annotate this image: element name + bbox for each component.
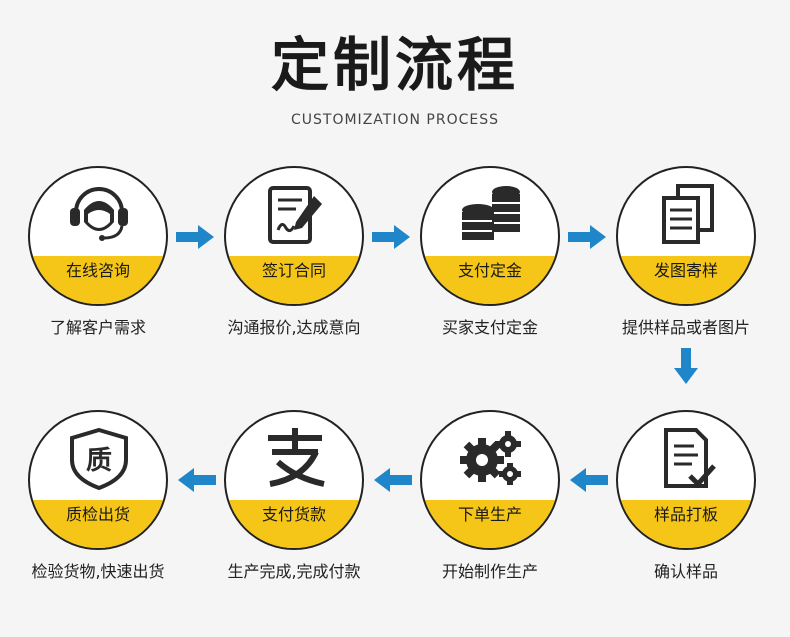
step-label: 样品打板 bbox=[653, 505, 718, 524]
documents-icon bbox=[662, 184, 714, 244]
step-label: 支付货款 bbox=[261, 505, 326, 524]
document-check-icon bbox=[664, 428, 716, 488]
step-label: 质检出货 bbox=[65, 505, 130, 524]
arrow-right-icon bbox=[372, 225, 410, 249]
step-deposit: 支付定金 bbox=[420, 166, 560, 306]
step-inspection: 质 质检出货 bbox=[28, 410, 168, 550]
arrow-right-icon bbox=[176, 225, 214, 249]
step-description: 确认样品 bbox=[653, 562, 718, 581]
step-consult: 在线咨询 bbox=[28, 166, 168, 306]
step-contract: 签订合同 bbox=[224, 166, 364, 306]
step-description: 检验货物,快速出货 bbox=[31, 562, 165, 581]
step-sampling: 样品打板 bbox=[616, 410, 756, 550]
step-label: 签订合同 bbox=[261, 261, 326, 280]
coin-stack-icon bbox=[462, 186, 520, 240]
arrow-down-icon bbox=[674, 348, 698, 384]
step-label: 支付定金 bbox=[457, 261, 522, 280]
gears-icon bbox=[460, 431, 521, 485]
step-production: 下单生产 bbox=[420, 410, 560, 550]
step-label: 下单生产 bbox=[457, 505, 522, 524]
step-description: 提供样品或者图片 bbox=[621, 318, 750, 337]
arrow-right-icon bbox=[568, 225, 606, 249]
step-description: 买家支付定金 bbox=[441, 318, 538, 337]
customer-service-icon bbox=[70, 187, 128, 241]
step-label: 在线咨询 bbox=[65, 261, 130, 280]
contract-sign-icon bbox=[268, 186, 322, 244]
quality-shield-icon: 质 bbox=[70, 427, 128, 491]
alipay-icon bbox=[268, 428, 325, 487]
arrow-left-icon bbox=[374, 468, 412, 492]
arrow-left-icon bbox=[178, 468, 216, 492]
step-description: 生产完成,完成付款 bbox=[227, 562, 361, 581]
arrow-left-icon bbox=[570, 468, 608, 492]
step-description: 了解客户需求 bbox=[49, 318, 146, 337]
page-title: 定制流程 bbox=[270, 31, 519, 99]
step-payment: 支付货款 bbox=[224, 410, 364, 550]
step-send-samples: 发图寄样 bbox=[616, 166, 756, 306]
step-description: 沟通报价,达成意向 bbox=[227, 318, 361, 337]
step-description: 开始制作生产 bbox=[441, 562, 538, 581]
svg-text:质: 质 bbox=[86, 446, 112, 476]
step-label: 发图寄样 bbox=[653, 261, 718, 280]
page-subtitle: CUSTOMIZATION PROCESS bbox=[291, 112, 499, 128]
